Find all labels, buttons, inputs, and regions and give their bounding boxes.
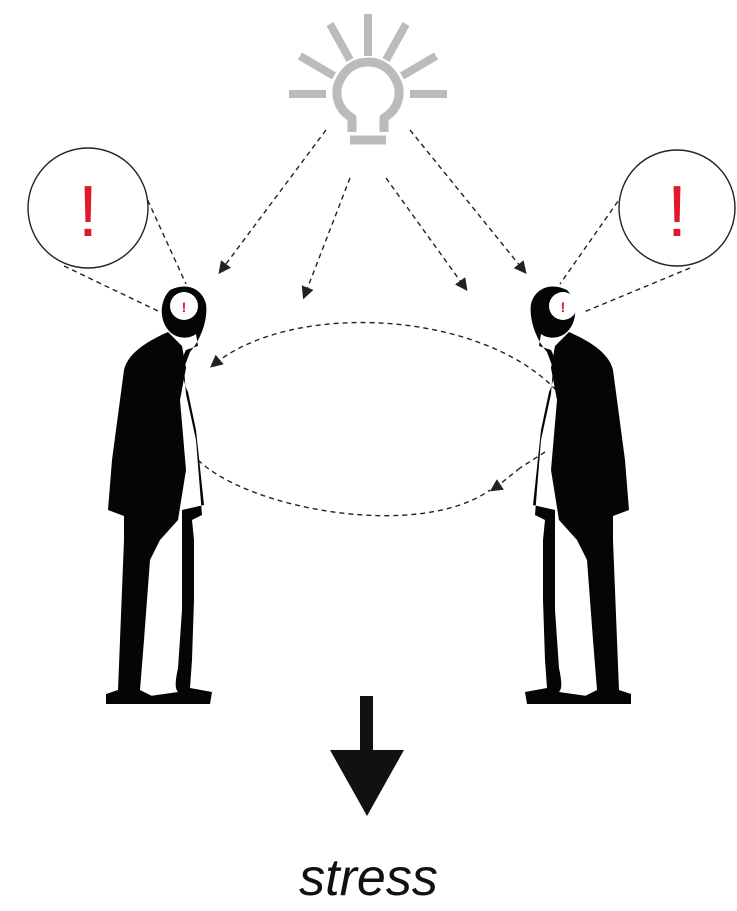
left-person-silhouette: ! [106,286,212,704]
arrow-left-to-right-body [197,459,491,517]
arrow-right-to-left [210,321,557,391]
right-person-silhouette [525,286,631,704]
right-head-exclamation: ! [561,299,566,315]
arrow-bulb-to-right-head [409,129,527,274]
right-thought-bubble: ! [559,149,736,313]
arrow-bulb-to-left-head [218,129,327,275]
left-head-exclamation: ! [182,299,187,315]
left-bubble-exclamation: ! [78,172,98,252]
right-bubble-exclamation: ! [667,172,687,252]
bulb-arrows [218,129,527,300]
arrow-bulb-to-left-middle [301,177,351,300]
arrow-left-to-right-tail [519,451,546,469]
arrow-bulb-to-right-middle [385,177,468,292]
down-arrow-icon [330,696,404,816]
left-thought-bubble: ! [27,147,187,313]
stress-caption: stress [299,849,438,907]
arrow-left-to-right-head [489,467,521,492]
lightbulb-icon [289,14,447,145]
